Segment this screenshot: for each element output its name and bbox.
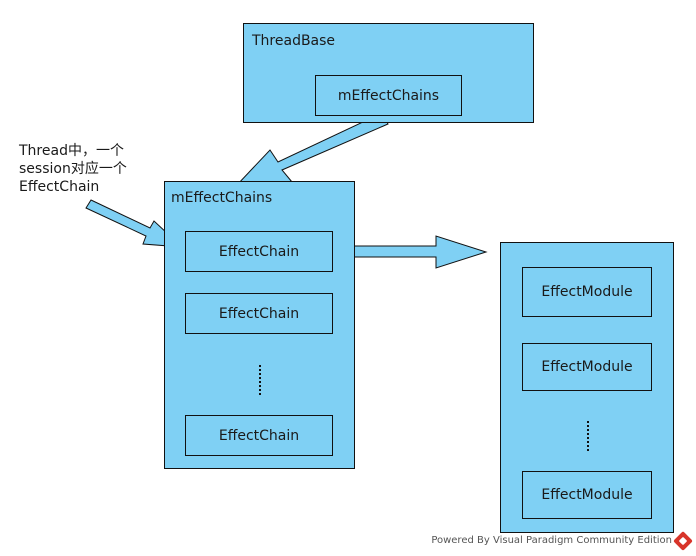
threadbase-box: ThreadBase mEffectChains (243, 23, 534, 123)
effect-chains-title: mEffectChains (171, 190, 273, 206)
arrow-note-to-effectchain (85, 199, 184, 248)
arrow-threadbase-to-chains (234, 112, 389, 187)
annotation-note: Thread中，一个 session对应一个 EffectChain (19, 142, 127, 196)
ellipsis-dots (259, 365, 261, 395)
ellipsis-dots (587, 421, 589, 451)
effect-module-item: EffectModule (522, 343, 652, 391)
effect-module-item: EffectModule (522, 267, 652, 317)
effect-modules-box: EffectModule EffectModule EffectModule (500, 242, 674, 533)
note-line-2: session对应一个 (19, 161, 127, 177)
threadbase-title: ThreadBase (252, 33, 336, 49)
effect-chains-box: mEffectChains EffectChain EffectChain Ef… (164, 181, 355, 469)
arrow-chain-to-modules (335, 235, 488, 269)
effect-module-item: EffectModule (522, 471, 652, 519)
note-line-3: EffectChain (19, 179, 100, 195)
watermark-footer: Powered By Visual Paradigm Community Edi… (431, 535, 672, 546)
threadbase-member-mEffectChains: mEffectChains (315, 75, 462, 116)
effect-chain-item: EffectChain (185, 293, 333, 334)
effect-chain-item: EffectChain (185, 231, 333, 272)
note-line-1: Thread中，一个 (19, 143, 124, 159)
effect-chain-item: EffectChain (185, 415, 333, 456)
